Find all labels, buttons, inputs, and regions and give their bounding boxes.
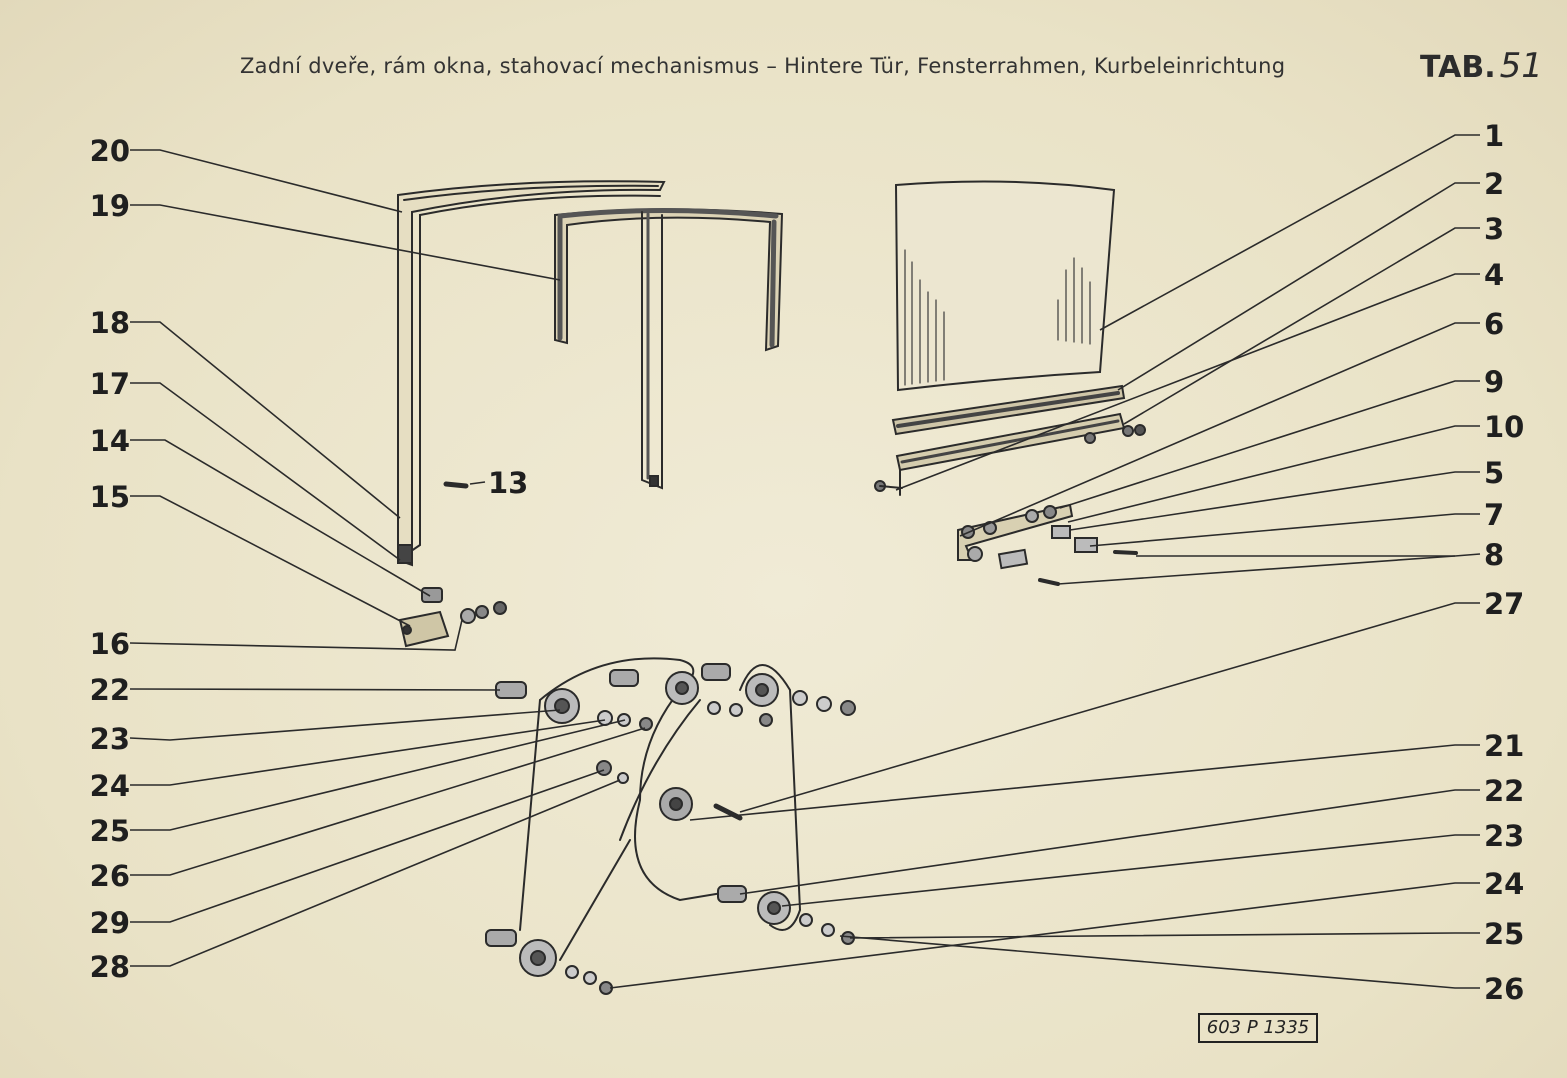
callout-14: 14 <box>89 424 130 458</box>
callout-28: 28 <box>89 950 130 984</box>
window-frame <box>397 180 666 567</box>
callout-26-left: 26 <box>89 859 130 893</box>
callout-4: 4 <box>1484 258 1505 292</box>
callout-9: 9 <box>1484 365 1505 399</box>
callout-24-left: 24 <box>89 769 130 803</box>
callout-16: 16 <box>89 627 130 661</box>
callout-22-left: 22 <box>89 673 130 707</box>
callout-25-right: 25 <box>1484 917 1525 951</box>
callout-27: 27 <box>1484 587 1525 621</box>
callout-22-right: 22 <box>1484 774 1525 808</box>
tab-label: TAB. <box>1420 50 1496 85</box>
glass-pane <box>874 180 1146 496</box>
tab-number: 51 <box>1499 46 1543 86</box>
callout-23-left: 23 <box>89 722 130 756</box>
hinge-parts <box>398 481 507 648</box>
callout-29: 29 <box>89 906 130 940</box>
callout-21: 21 <box>1484 729 1525 763</box>
callout-10: 10 <box>1484 410 1525 444</box>
callout-23-right: 23 <box>1484 819 1525 853</box>
callout-7: 7 <box>1484 498 1505 532</box>
callout-18: 18 <box>89 306 130 340</box>
callout-13: 13 <box>488 466 529 500</box>
page-title: Zadní dveře, rám okna, stahovací mechani… <box>240 54 1286 78</box>
window-regulator <box>485 657 856 995</box>
callout-8: 8 <box>1484 538 1505 572</box>
table-number: TAB.51 <box>1420 46 1543 86</box>
callout-6: 6 <box>1484 307 1505 341</box>
callout-5: 5 <box>1484 456 1505 490</box>
guide-channel <box>554 208 784 490</box>
callout-1: 1 <box>1484 119 1505 153</box>
callout-2: 2 <box>1484 167 1505 201</box>
drawing-number-stamp: 603 P 1335 <box>1198 1013 1318 1043</box>
callout-26-right: 26 <box>1484 972 1525 1006</box>
callout-19: 19 <box>89 189 130 223</box>
callout-17: 17 <box>89 367 130 401</box>
callout-20: 20 <box>89 134 130 168</box>
callout-3: 3 <box>1484 212 1505 246</box>
callout-25-left: 25 <box>89 814 130 848</box>
bracket-assembly <box>957 503 1138 586</box>
callout-24-right: 24 <box>1484 867 1525 901</box>
callout-15: 15 <box>89 480 130 514</box>
